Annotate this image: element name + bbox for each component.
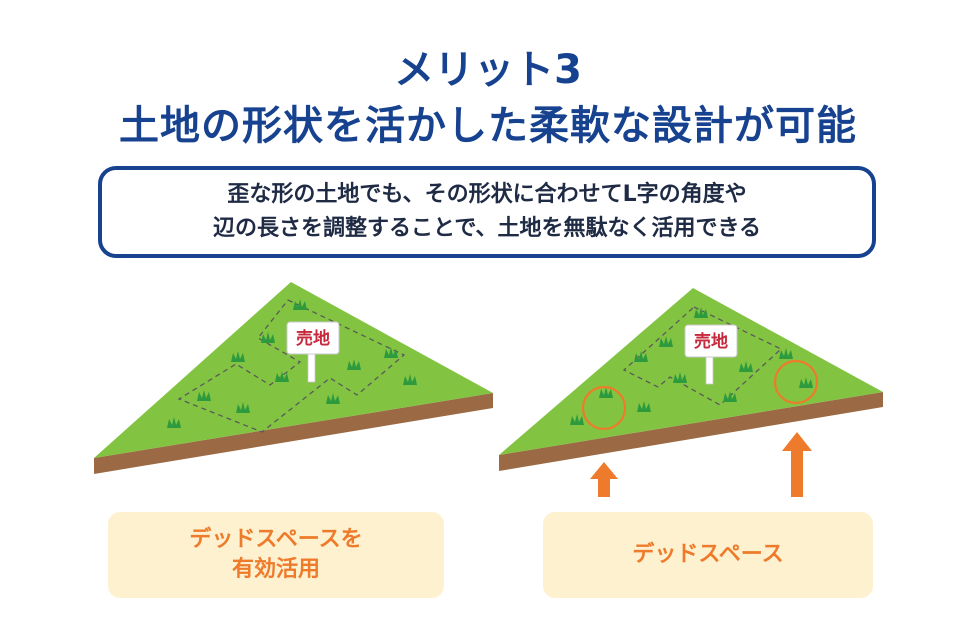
heading-merit-number: メリット3 <box>394 47 582 93</box>
right-caption: デッドスペース <box>632 542 784 567</box>
right-sign-text: 売地 <box>694 331 728 352</box>
right-land-soil <box>499 392 883 471</box>
right-caption-box: デッドスペース <box>543 512 873 598</box>
left-for-sale-sign: 売地 <box>286 321 340 383</box>
dead-space-arrow-left <box>590 462 618 497</box>
left-land: 売地 <box>94 282 493 474</box>
right-for-sale-sign: 売地 <box>684 324 738 385</box>
left-l-shaped-layout <box>177 299 406 433</box>
right-land: 売地 <box>499 288 883 497</box>
left-caption-line-2: 有効活用 <box>231 557 320 582</box>
left-caption-line-1: デッドスペースを <box>189 527 363 552</box>
description-line-2: 辺の長さを調整することで、土地を無駄なく活用できる <box>212 216 762 241</box>
left-land-soil <box>94 393 493 474</box>
right-land-grass <box>499 288 883 455</box>
right-dead-space-circle-left <box>581 385 627 431</box>
left-sign-text: 売地 <box>296 328 330 349</box>
left-caption-box: デッドスペースを 有効活用 <box>108 512 444 598</box>
right-l-shaped-layout <box>622 306 783 406</box>
dead-space-arrow-right <box>782 432 812 497</box>
heading-main: 土地の形状を活かした柔軟な設計が可能 <box>119 103 857 149</box>
left-land-grass <box>94 282 493 458</box>
right-dead-space-circle-right <box>773 359 819 405</box>
description-line-1: 歪な形の土地でも、その形状に合わせてL字の角度や <box>227 182 747 207</box>
description-box: 歪な形の土地でも、その形状に合わせてL字の角度や 辺の長さを調整することで、土地… <box>98 166 876 258</box>
